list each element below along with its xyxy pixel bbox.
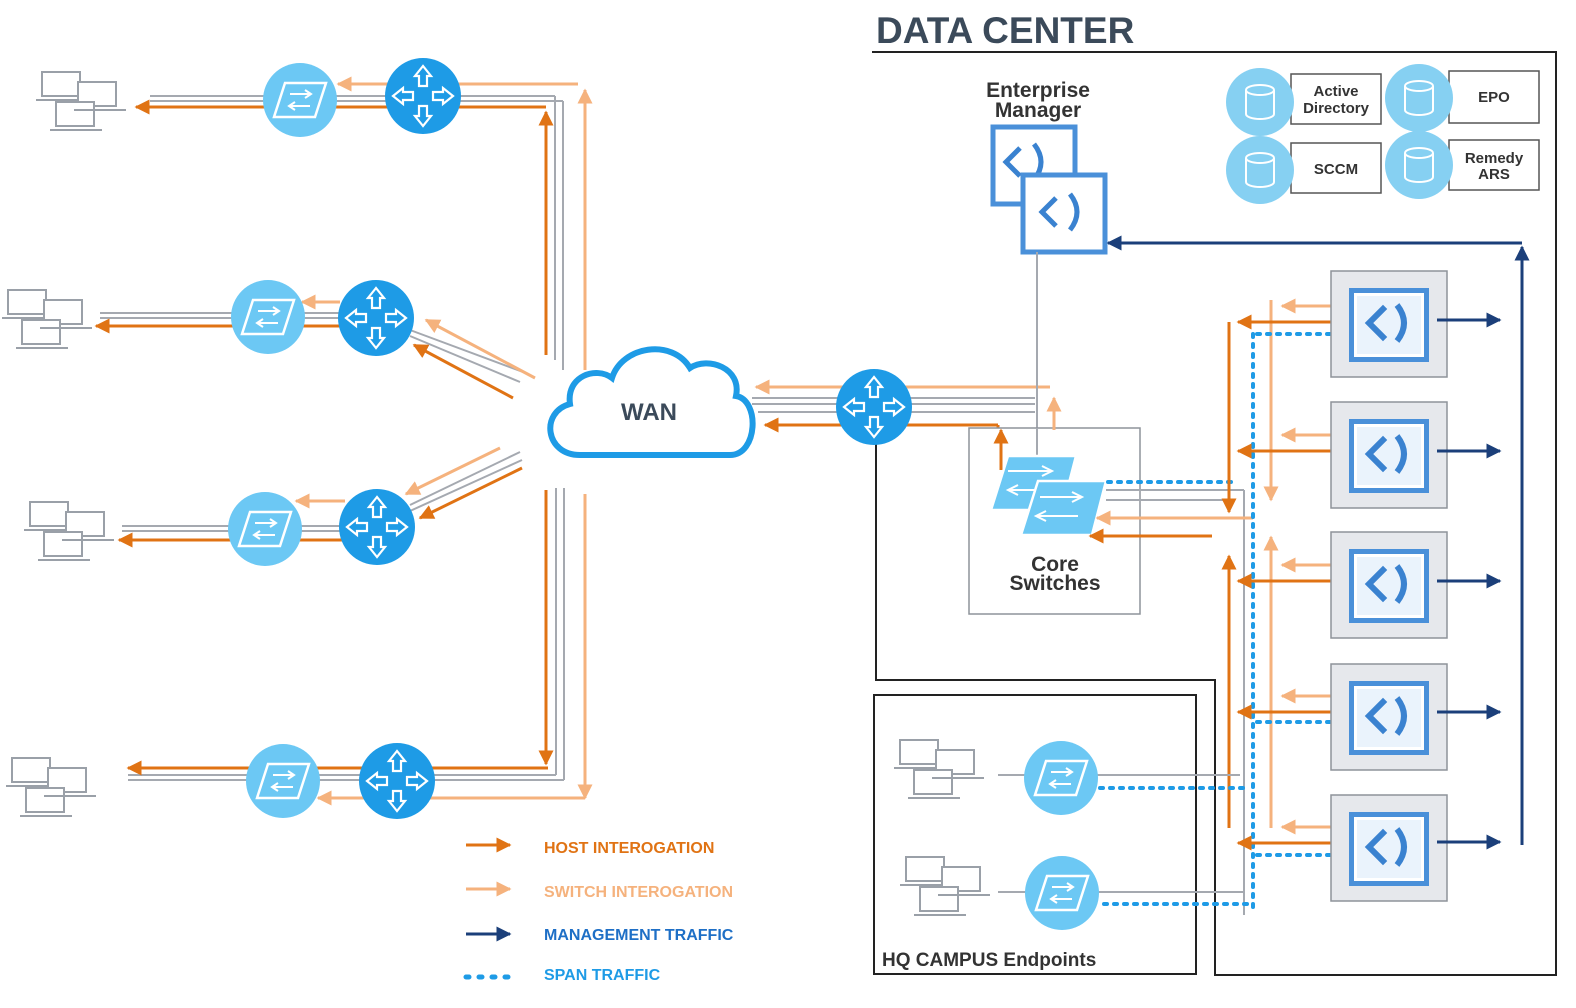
database-icon: [1225, 135, 1295, 205]
legend: HOST INTEROGATION SWITCH INTEROGATION MA…: [463, 837, 734, 984]
enterprise-manager-label-1: Enterprise: [986, 79, 1090, 102]
switch-icon: [1023, 854, 1101, 932]
core-switches-label-2: Switches: [1009, 572, 1100, 595]
sensor-icon: [1331, 664, 1447, 770]
hq-campus-box: [873, 694, 1197, 975]
laptops-icon: [899, 856, 991, 916]
router-icon: [336, 278, 416, 358]
switch-icon: [244, 742, 322, 820]
database-icon: [1225, 67, 1295, 137]
enterprise-manager-icon: [990, 124, 1108, 255]
laptops-icon: [35, 71, 127, 131]
switch-icon: [261, 61, 339, 139]
dc-router-icon: [834, 367, 914, 447]
svg-text:ARS: ARS: [1478, 166, 1510, 183]
laptops-icon: [1, 289, 93, 349]
core-switch-icon: [989, 454, 1108, 537]
legend-host-label: HOST INTEROGATION: [544, 840, 714, 857]
sensor-3: [1236, 532, 1502, 638]
svg-text:Remedy: Remedy: [1465, 150, 1524, 167]
wan-cloud-icon: [547, 346, 756, 458]
svg-text:Directory: Directory: [1303, 100, 1370, 117]
legend-management-label: MANAGEMENT TRAFFIC: [544, 927, 734, 944]
remote-site-3: [117, 446, 523, 548]
legend-span-label: SPAN TRAFFIC: [544, 967, 661, 984]
service-active-directory: Active Directory: [1225, 67, 1382, 137]
service-remedy-ars: Remedy ARS: [1384, 130, 1540, 200]
enterprise-manager-label-2: Manager: [995, 99, 1081, 122]
svg-text:EPO: EPO: [1478, 89, 1510, 106]
sensor-icon: [1331, 532, 1447, 638]
laptops-icon: [893, 739, 985, 799]
sensor-icon: [1331, 795, 1447, 901]
router-icon: [337, 487, 417, 567]
router-icon: [383, 56, 463, 136]
switch-icon: [229, 278, 307, 356]
sensor-4: [1236, 664, 1502, 770]
switch-icon: [226, 490, 304, 568]
router-icon: [357, 741, 437, 821]
core-switches-label-1: Core: [1031, 553, 1079, 576]
sensor-icon: [1331, 402, 1447, 508]
remote-site-2: [94, 294, 536, 400]
remote-site-4: [126, 488, 593, 806]
svg-text:Active: Active: [1313, 83, 1358, 100]
sensor-1: [1236, 271, 1502, 377]
data-center-title: DATA CENTER: [876, 10, 1134, 51]
database-icon: [1384, 130, 1454, 200]
service-epo: EPO: [1384, 63, 1540, 133]
core-sensor-links: [1088, 480, 1253, 915]
sensor-5: [1236, 795, 1502, 901]
hq-campus-label: HQ CAMPUS Endpoints: [882, 950, 1096, 971]
laptops-icon: [23, 501, 115, 561]
database-icon: [1384, 63, 1454, 133]
laptops-icon: [5, 757, 97, 817]
sensor-icon: [1331, 271, 1447, 377]
legend-switch-label: SWITCH INTEROGATION: [544, 884, 733, 901]
sensor-2: [1236, 402, 1502, 508]
svg-text:SCCM: SCCM: [1314, 161, 1358, 178]
wan-label: WAN: [621, 399, 677, 426]
service-sccm: SCCM: [1225, 135, 1382, 205]
switch-icon: [1022, 739, 1100, 817]
